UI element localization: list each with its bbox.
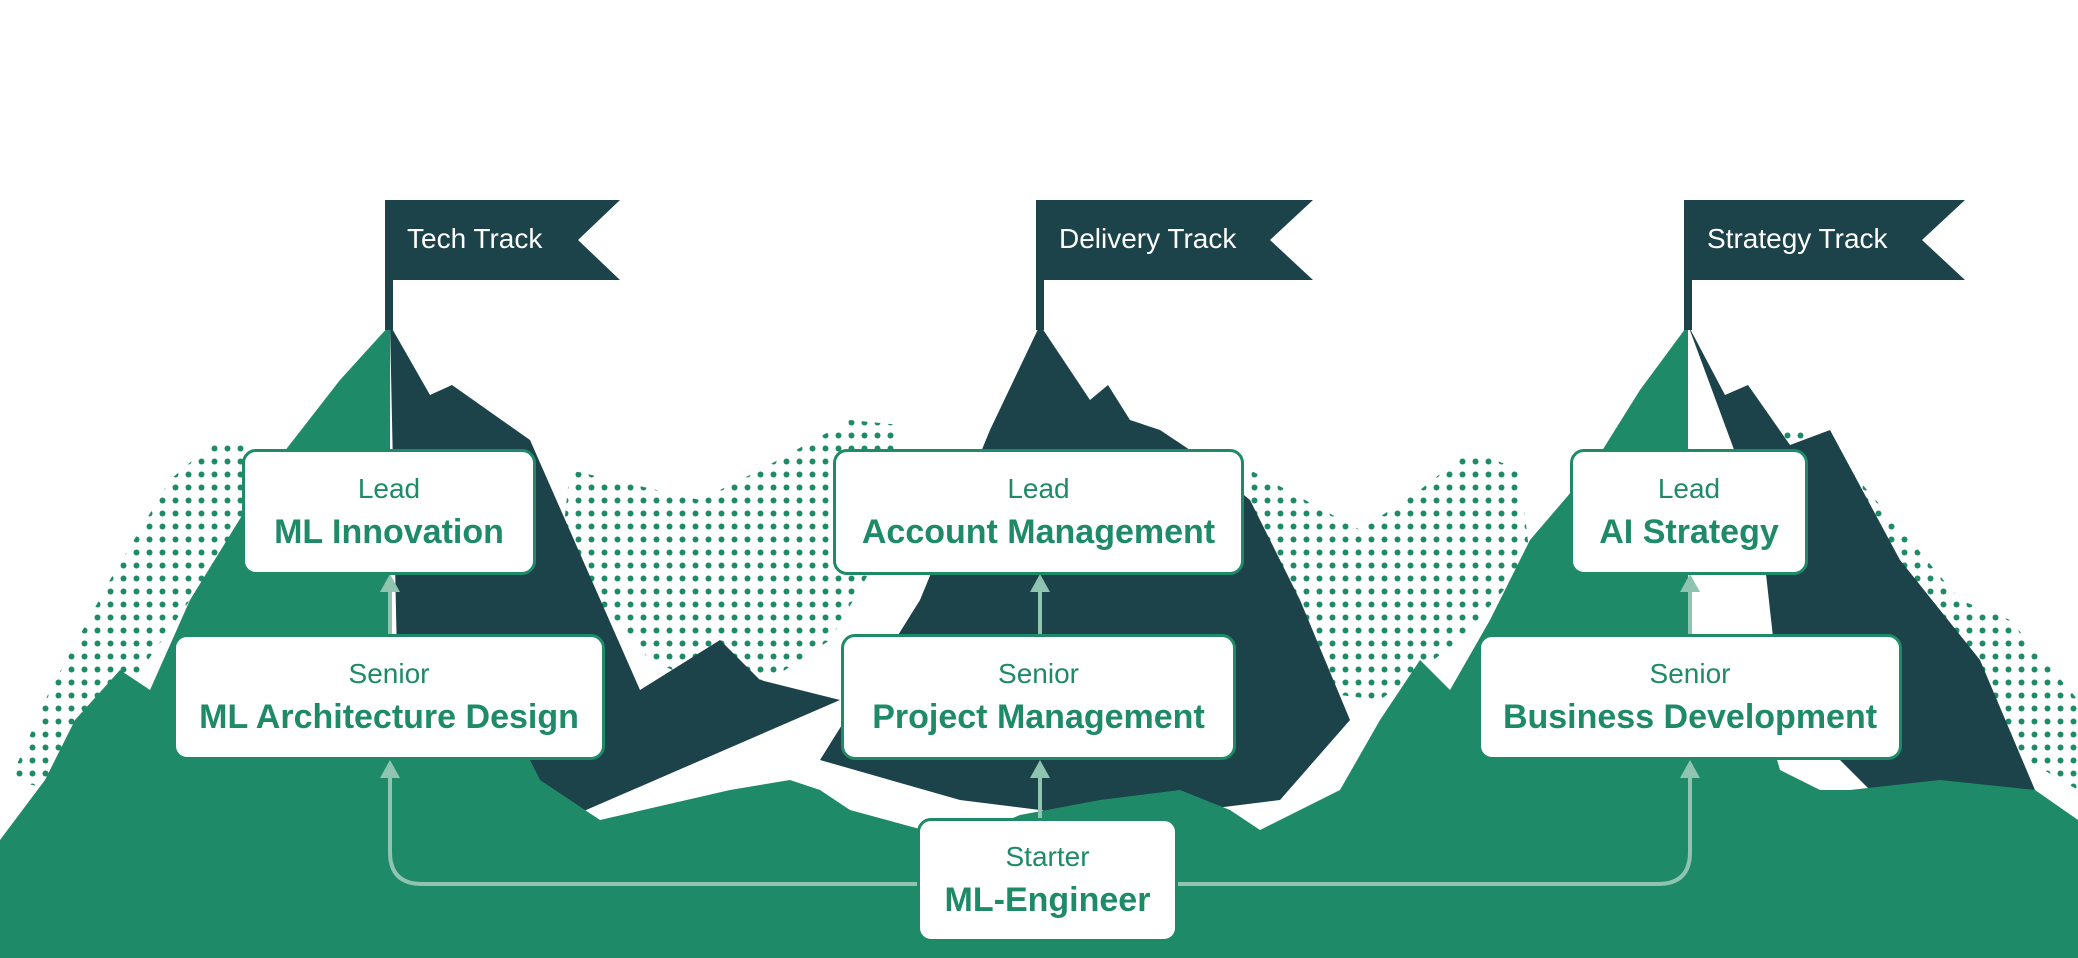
flags — [385, 200, 1965, 330]
tech-lead-card: Lead ML Innovation — [242, 449, 536, 575]
role-title: ML-Engineer — [944, 881, 1151, 919]
connectors — [388, 586, 1692, 886]
flag-strategy — [1684, 200, 1965, 280]
strategy-lead-card: Lead AI Strategy — [1570, 449, 1808, 575]
flag-label-tech: Tech Track — [407, 223, 543, 254]
arrow-up-icon — [380, 574, 400, 592]
level-label: Lead — [357, 473, 421, 504]
tech-senior-card: Senior ML Architecture Design — [173, 634, 605, 760]
level-label: Starter — [1005, 841, 1090, 872]
flag-tech — [385, 200, 620, 280]
strategy-senior-card: Senior Business Development — [1478, 634, 1902, 760]
connector-starter-to-strategy — [1178, 778, 1692, 886]
level-label: Lead — [1657, 473, 1721, 504]
connector-starter-to-tech — [388, 778, 917, 886]
role-title: ML Innovation — [274, 513, 504, 551]
role-title: AI Strategy — [1599, 513, 1779, 551]
level-label: Lead — [1007, 473, 1070, 504]
starter-card: Starter ML-Engineer — [917, 818, 1178, 942]
flag-label-strategy: Strategy Track — [1707, 223, 1888, 254]
arrow-up-icon — [1030, 574, 1050, 592]
level-label: Senior — [348, 658, 430, 689]
role-title: Business Development — [1502, 698, 1878, 736]
green-mountains — [0, 325, 2078, 958]
arrow-up-icon — [1030, 760, 1050, 778]
level-label: Senior — [1649, 658, 1731, 689]
delivery-senior-card: Senior Project Management — [841, 634, 1236, 760]
flag-label-delivery: Delivery Track — [1059, 223, 1237, 254]
arrowheads — [380, 574, 1700, 778]
level-label: Senior — [998, 658, 1079, 689]
arrow-up-icon — [1680, 760, 1700, 778]
role-title: Project Management — [872, 698, 1205, 736]
role-title: Account Management — [861, 513, 1216, 551]
arrow-up-icon — [380, 760, 400, 778]
arrow-up-icon — [1680, 574, 1700, 592]
flag-delivery — [1036, 200, 1313, 280]
role-title: ML Architecture Design — [199, 698, 579, 736]
delivery-lead-card: Lead Account Management — [833, 449, 1244, 575]
